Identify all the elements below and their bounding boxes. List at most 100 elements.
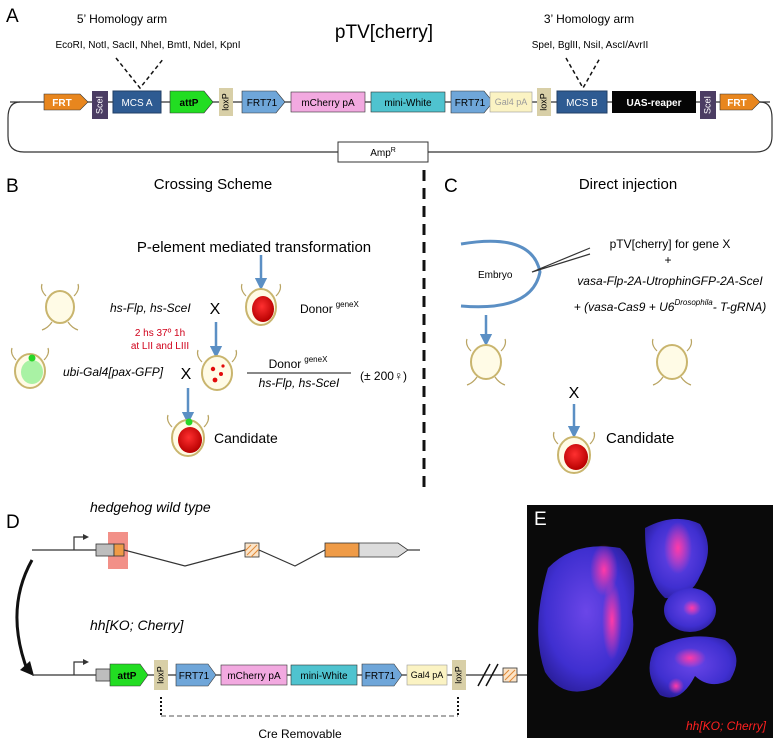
mini-white-box: [370, 91, 446, 113]
ko-loxp-1-box: [154, 660, 168, 690]
promoter-arrow-icon: [73, 661, 86, 675]
frt71-1-label: FRT71: [247, 98, 278, 109]
wt-exon-3-utr: [358, 542, 409, 558]
fly-head-icon: [196, 349, 238, 391]
frt71-2-arrow: [450, 90, 494, 114]
crossing-scheme-title: Crossing Scheme: [154, 176, 272, 193]
cre-removable-label: Cre Removable: [258, 727, 342, 741]
ko-gal4-pa-label: Gal4 pA: [411, 670, 444, 680]
ko-label: hh[KO; Cherry]: [90, 617, 184, 633]
curved-arrow-icon: [15, 559, 34, 673]
uas-reaper-label: UAS-reaper: [626, 98, 681, 109]
wt-intron-2: [258, 549, 326, 567]
ko-loxp-2-label: loxP: [453, 666, 463, 684]
ko-frt71-1-arrow: [175, 663, 217, 687]
left-insertion-lines: [115, 57, 165, 90]
attp-arrow: [169, 90, 214, 114]
left-restriction-sites: EcoRI, NotI, SacII, NheI, BmtI, NdeI, Kp…: [55, 40, 240, 51]
fraction-bottom: hs-Flp, hs-SceI: [259, 376, 340, 390]
ampr-label: AmpR: [370, 147, 396, 159]
ko-exon-grey: [95, 668, 111, 682]
loxp-2-label: loxP: [538, 93, 548, 111]
right-restriction-sites: SpeI, BglII, NsiI, AscI/AvrII: [532, 40, 649, 51]
frt-right-arrow: [719, 93, 761, 111]
gal4-pa-label: Gal4 pA: [495, 97, 528, 107]
heat-shock-line-2: at LII and LIII: [131, 341, 189, 352]
mcs-b-label: MCS B: [566, 98, 598, 109]
gal4-pa-box: [489, 91, 533, 113]
wt-exon-1-grey: [95, 543, 115, 557]
plus-sign: +: [664, 253, 671, 267]
scei-left-label: SceI: [94, 96, 104, 114]
panel-letter-e: E: [534, 509, 547, 530]
ko-mcherry-pa-box: [220, 664, 288, 686]
panel-letter-b: B: [6, 176, 19, 197]
ko-frt71-2-label: FRT71: [365, 671, 396, 682]
fly-head-icon: [10, 347, 50, 389]
candidate-b-label: Candidate: [214, 430, 278, 446]
imaginal-discs: [538, 518, 737, 698]
frt71-2-label: FRT71: [455, 98, 486, 109]
ko-loxp-1-label: loxP: [155, 666, 165, 684]
cross-symbol-c: X: [569, 385, 580, 402]
ko-attp-label: attP: [118, 671, 137, 682]
driver-genotype: ubi-Gal4[pax-GFP]: [63, 365, 164, 379]
mcherry-pa-label: mCherry pA: [301, 98, 355, 109]
cross-symbol-1: X: [210, 301, 221, 318]
ko-mini-white-box: [290, 664, 358, 686]
loxp-2-box: [537, 88, 551, 116]
attp-label: attP: [180, 98, 199, 109]
panel-letter-c: C: [444, 176, 458, 197]
ko-mcherry-pa-label: mCherry pA: [227, 671, 281, 682]
scei-left-box: [92, 91, 108, 119]
injection-line-2: + (vasa-Cas9 + U6Drosophila- T-gRNA): [574, 298, 767, 314]
plasmid-text: pTV[cherry] for gene X: [610, 237, 731, 251]
fly-head-icon: [166, 414, 210, 457]
uas-reaper-box: [612, 91, 696, 113]
backbone-left-curve: [7, 101, 338, 153]
wt-intron-1: [123, 549, 246, 567]
scei-right-box: [700, 91, 716, 119]
scei-right-label: SceI: [702, 96, 712, 114]
promoter-arrow-icon: [73, 536, 86, 550]
embryo-label: Embryo: [478, 270, 513, 281]
ko-frt71-2-arrow: [361, 663, 403, 687]
right-homology-arm-label: 3’ Homology arm: [544, 12, 634, 26]
frt71-1-arrow: [241, 90, 286, 114]
fly-head-icon: [552, 431, 596, 474]
fly-head-icon: [240, 283, 282, 326]
left-homology-arm-label: 5’ Homology arm: [77, 12, 167, 26]
image-genotype-label: hh[KO; Cherry]: [686, 719, 767, 733]
mcs-a-box: [112, 90, 162, 114]
ko-mini-white-label: mini-White: [300, 671, 348, 682]
female-count: (± 200♀): [360, 369, 407, 383]
wild-type-label: hedgehog wild type: [90, 499, 211, 515]
fly-head-icon: [651, 338, 693, 386]
candidate-c-label: Candidate: [606, 430, 674, 447]
mini-white-label: mini-White: [384, 98, 432, 109]
frt-left-label: FRT: [52, 98, 71, 109]
right-insertion-lines: [565, 57, 601, 90]
frt-right-label: FRT: [727, 98, 746, 109]
embryo-icon: [460, 239, 542, 309]
ko-frt71-1-label: FRT71: [179, 671, 210, 682]
wt-exon-3-orange: [324, 542, 360, 558]
panel-letter-a: A: [6, 6, 19, 27]
ko-loxp-2-box: [452, 660, 466, 690]
heat-shock-line-1: 2 hs 37º 1h: [135, 328, 185, 339]
parent-genotype: hs-Flp, hs-SceI: [110, 301, 191, 315]
direct-injection-title: Direct injection: [579, 176, 677, 193]
ko-gal4-pa-box: [406, 664, 448, 686]
cross-symbol-2: X: [181, 366, 192, 383]
ko-attp-arrow: [109, 663, 149, 687]
loxp-1-box: [219, 88, 233, 116]
needle-icon: [531, 247, 591, 273]
backbone-right-curve: [428, 101, 773, 153]
injection-line-1: vasa-Flp-2A-UtrophinGFP-2A-SceI: [577, 274, 763, 288]
fly-head-icon: [465, 338, 507, 386]
fly-head-icon: [40, 283, 80, 331]
break-marks: [477, 663, 499, 687]
